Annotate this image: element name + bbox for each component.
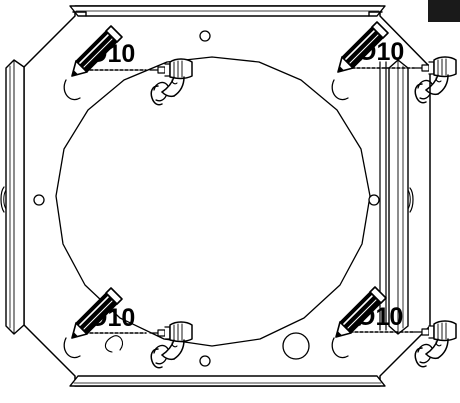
- left-flange: [0, 59, 25, 335]
- corner-holes: [63, 79, 349, 359]
- drill-point-top-left: Ø10: [71, 25, 193, 106]
- hand-icon: [414, 343, 433, 368]
- top-flange: [69, 5, 386, 17]
- drill-point-top-right: Ø10: [337, 21, 457, 104]
- bottom-flange: [69, 375, 386, 387]
- drill-guide-lines: [79, 67, 415, 334]
- drill-point-bottom-right: Ø10: [335, 286, 457, 368]
- central-opening: [55, 56, 371, 347]
- right-flange: [388, 59, 414, 335]
- small-holes: [33, 30, 380, 367]
- right-channel: [379, 61, 387, 331]
- drill-point-bottom-left: Ø10: [71, 287, 193, 369]
- corner-marker: [428, 0, 460, 22]
